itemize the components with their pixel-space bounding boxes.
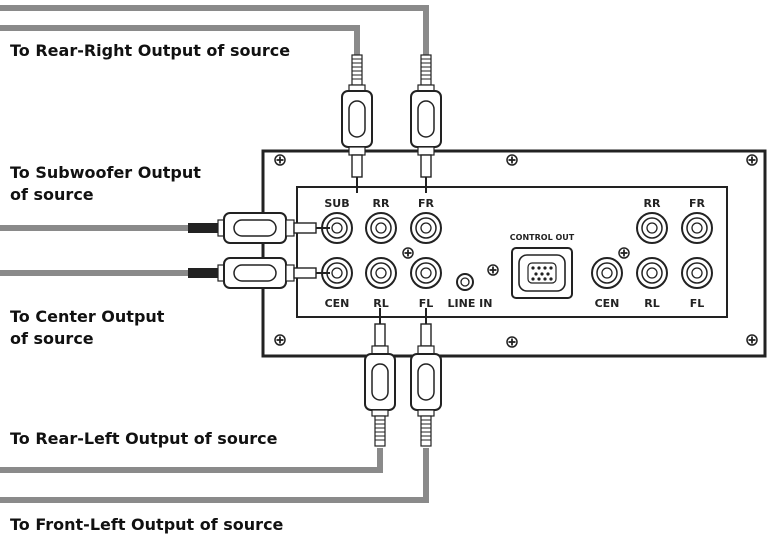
- jack-rr-input: [365, 212, 397, 244]
- panel-label-out-fl: FL: [690, 297, 705, 310]
- jack-rr-output: [636, 212, 668, 244]
- screw-icon: [487, 264, 499, 276]
- panel-labels: SUB RR FR CEN RL FL LINE IN CONTROL OUT …: [324, 197, 705, 310]
- cable-front-right: [0, 5, 429, 58]
- panel-label-rr: RR: [373, 197, 390, 210]
- jack-fr-output: [681, 212, 713, 244]
- cable-front-left: [0, 448, 429, 503]
- panel-label-line-in: LINE IN: [448, 297, 493, 310]
- jack-fr-input: [410, 212, 442, 244]
- panel-label-fr: FR: [418, 197, 435, 210]
- panel-label-cen: CEN: [325, 297, 350, 310]
- cable-rear-right: [0, 25, 360, 58]
- label-rear-left: To Rear-Left Output of source: [10, 429, 278, 448]
- control-out-connector: [511, 247, 573, 299]
- label-center: To Center Output of source: [10, 306, 164, 350]
- amplifier-panel: [261, 149, 767, 358]
- screw-icon: [506, 154, 518, 166]
- label-subwoofer-line1: To Subwoofer Output: [10, 163, 201, 182]
- plug-rear-right-top: [341, 54, 373, 193]
- panel-label-rl: RL: [373, 297, 388, 310]
- input-jacks: [321, 212, 474, 291]
- label-center-line2: of source: [10, 329, 94, 348]
- cables: [0, 5, 429, 503]
- label-center-line1: To Center Output: [10, 307, 165, 326]
- plug-subwoofer-left: [188, 212, 330, 244]
- screw-icon: [618, 247, 630, 259]
- plug-rear-left-bottom: [364, 308, 396, 447]
- panel-label-out-rr: RR: [644, 197, 661, 210]
- screw-icon: [274, 334, 286, 346]
- jack-rl-input: [365, 257, 397, 289]
- panel-label-out-cen: CEN: [595, 297, 620, 310]
- jack-fl-output: [681, 257, 713, 289]
- jack-rl-output: [636, 257, 668, 289]
- panel-label-fl: FL: [419, 297, 434, 310]
- label-subwoofer-line2: of source: [10, 185, 94, 204]
- label-subwoofer: To Subwoofer Output of source: [10, 162, 201, 206]
- jack-fl-input: [410, 257, 442, 289]
- screw-icon: [402, 247, 414, 259]
- panel-label-sub: SUB: [324, 197, 349, 210]
- screw-icon: [274, 154, 286, 166]
- plug-front-left-bottom: [410, 308, 442, 447]
- screw-icon: [746, 154, 758, 166]
- plug-center-left: [188, 257, 330, 289]
- panel-label-out-fr: FR: [689, 197, 706, 210]
- screw-icon: [506, 336, 518, 348]
- jack-cen-output: [591, 257, 623, 289]
- cable-rear-left: [0, 448, 383, 473]
- panel-label-control-out: CONTROL OUT: [510, 233, 575, 242]
- panel-label-out-rl: RL: [644, 297, 659, 310]
- jack-line-in: [456, 273, 474, 291]
- screw-icon: [746, 334, 758, 346]
- label-rear-right: To Rear-Right Output of source: [10, 41, 291, 60]
- label-front-left: To Front-Left Output of source: [10, 515, 284, 534]
- plug-front-right-top: [410, 54, 442, 193]
